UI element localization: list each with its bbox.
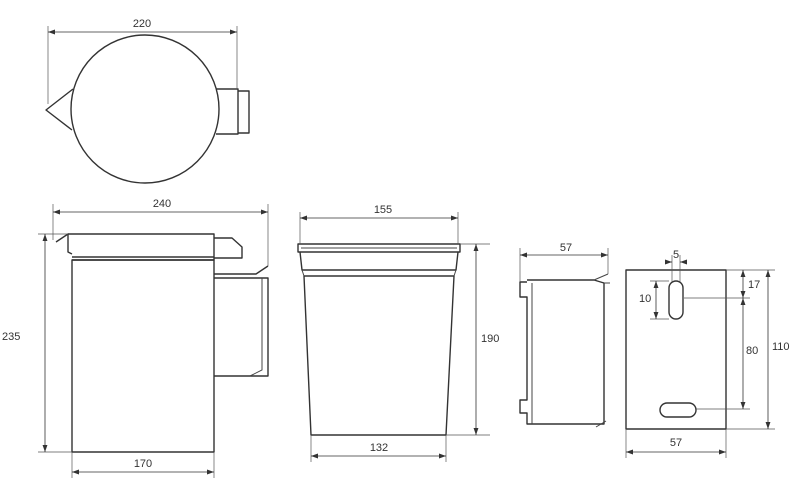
front-view-pedal-housing	[214, 277, 269, 377]
bracket-side-view: 57	[519, 242, 610, 428]
liner-view: 155 190 132	[297, 204, 499, 462]
dim-label-front-total-width: 240	[153, 198, 171, 210]
bracket-front-view: 5 10 17 80 110 57	[625, 249, 790, 458]
top-view-pedal	[238, 90, 250, 134]
top-view-lid-handle	[45, 88, 74, 131]
top-view-lid	[70, 34, 220, 184]
dim-label-slot-spacing: 80	[746, 345, 758, 357]
front-view-lid-hinge	[214, 237, 243, 259]
dim-label-bracket-height: 110	[772, 341, 790, 353]
bracket-bottom-slot	[659, 402, 697, 418]
dim-label-bracket-side-width: 57	[560, 242, 572, 254]
liner-rim	[297, 243, 461, 253]
dim-label-front-body-width: 170	[134, 458, 152, 470]
dim-label-front-height: 235	[2, 331, 20, 343]
liner-band	[299, 251, 459, 271]
bracket-top-slot	[668, 280, 684, 320]
front-view-lid	[68, 233, 215, 261]
top-view-pedal-bracket	[216, 88, 239, 135]
dim-label-liner-bottom-width: 132	[370, 442, 388, 454]
liner-body	[303, 275, 455, 436]
dim-label-top-width: 220	[133, 18, 151, 30]
dim-label-slot-height: 10	[639, 293, 651, 305]
dim-label-liner-top-width: 155	[374, 204, 392, 216]
bracket-front-plate	[625, 269, 727, 430]
dim-label-top-offset: 17	[748, 279, 760, 291]
front-view-lid-handle	[55, 233, 73, 255]
bracket-side-outline	[519, 279, 605, 425]
front-view: 240 235 170	[2, 198, 269, 478]
dim-label-liner-height: 190	[481, 333, 499, 345]
dim-label-bracket-front-width: 57	[670, 437, 682, 449]
dim-label-slot-width: 5	[673, 249, 679, 261]
front-view-body	[71, 259, 215, 453]
top-view: 220	[45, 18, 250, 184]
